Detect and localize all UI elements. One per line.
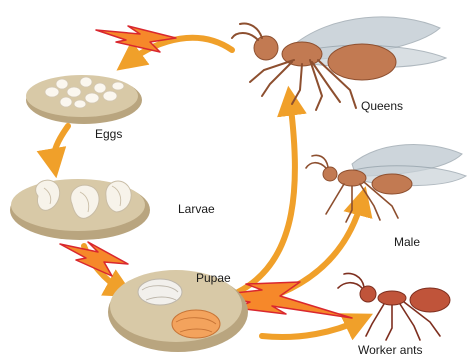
pupa-white: [138, 279, 182, 305]
larvae-mound: [10, 179, 150, 240]
male-ant-icon: [306, 145, 466, 222]
queen-ant-icon: [232, 17, 446, 110]
eggs-mound: [26, 75, 142, 124]
lightning-bolt-icon: [60, 242, 128, 276]
male-label: Male: [394, 235, 420, 249]
larvae-label: Larvae: [178, 202, 215, 216]
arrow-eggs-to-larvae: [54, 126, 68, 164]
worker-ants-label: Worker ants: [358, 343, 422, 357]
queens-label: Queens: [361, 99, 403, 113]
pupae-label: Pupae: [196, 271, 231, 285]
worker-ant-icon: [338, 274, 450, 340]
lightning-bolt-icon: [96, 26, 176, 52]
arrow-pupae-to-workers: [262, 320, 360, 337]
eggs-label: Eggs: [95, 127, 122, 141]
arrow-pupae-to-queens: [238, 100, 295, 292]
pupa-orange: [172, 310, 220, 338]
